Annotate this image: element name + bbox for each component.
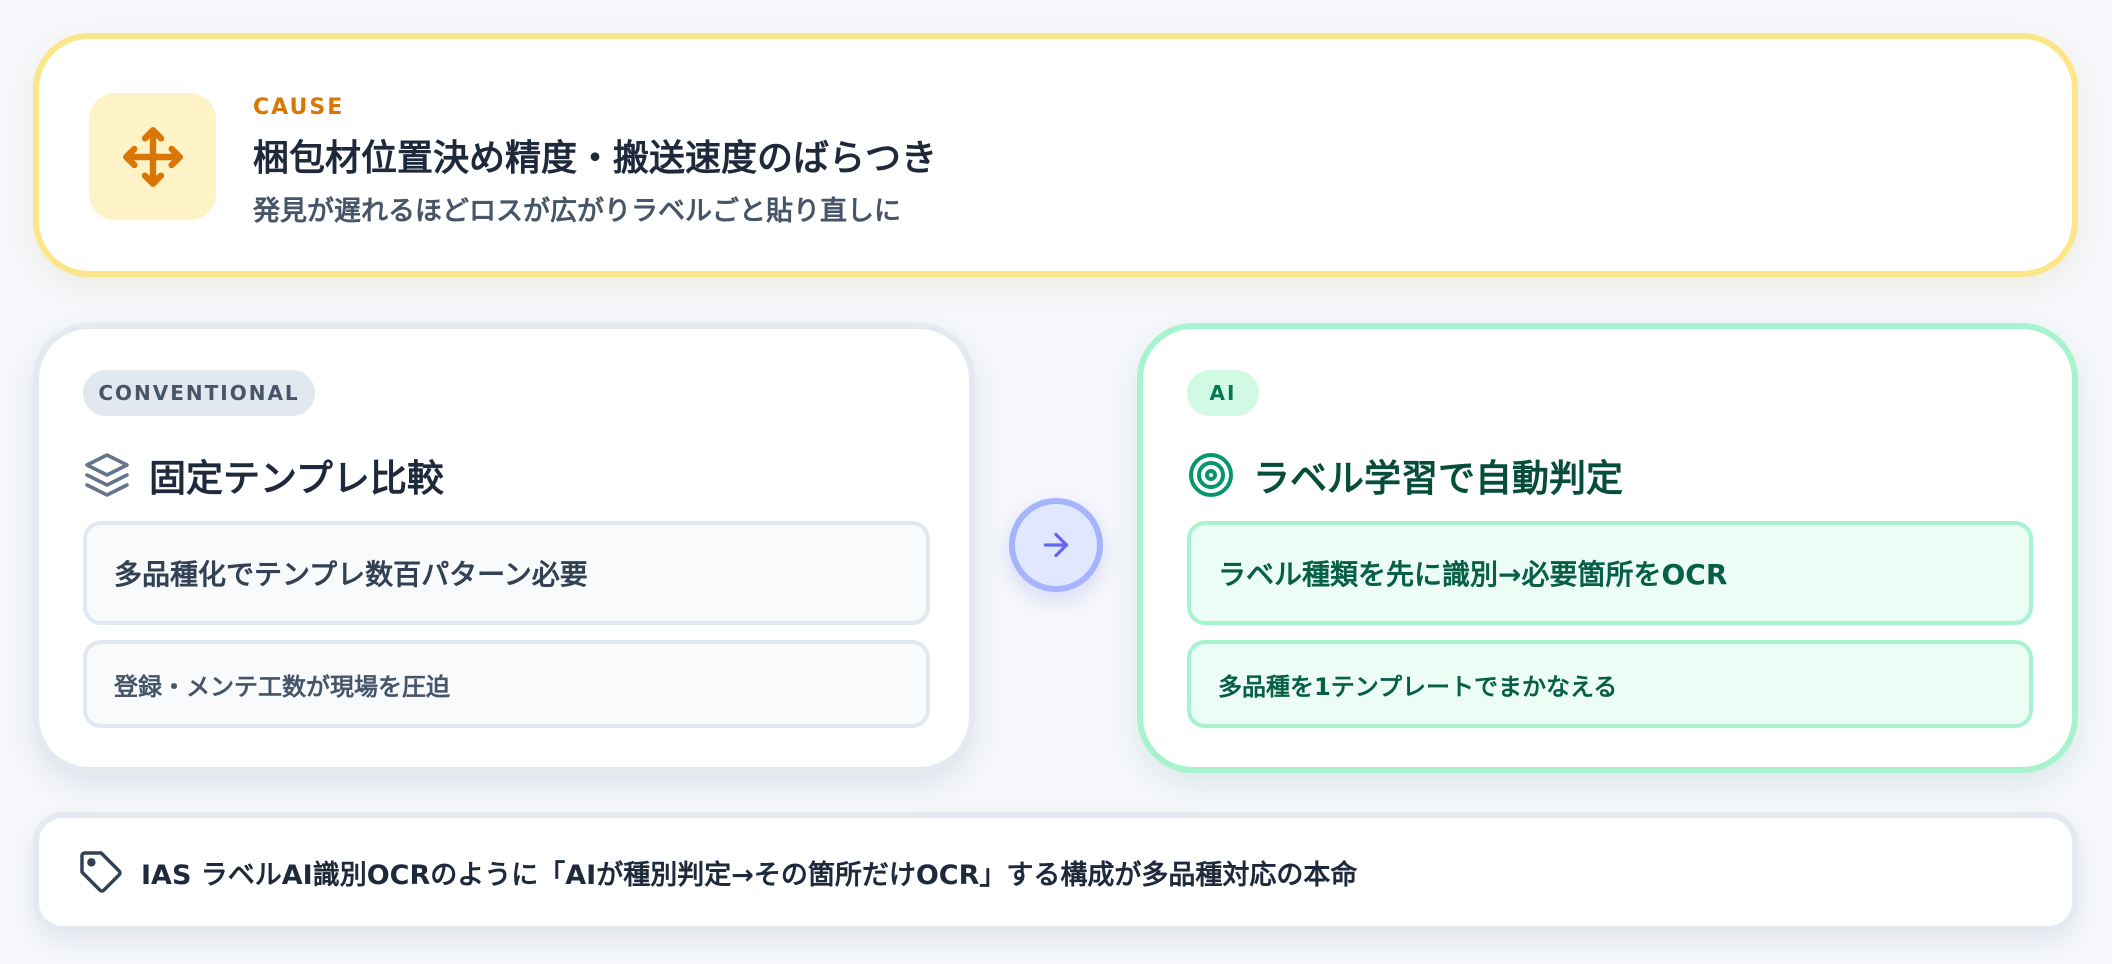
ai-heading: ラベル学習で自動判定: [1187, 447, 1623, 503]
cause-title: 梱包材位置決め精度・搬送速度のばらつき: [253, 138, 938, 179]
conventional-heading: 固定テンプレ比較: [83, 447, 444, 503]
ai-item: 多品種を1テンプレートでまかなえる: [1187, 640, 2033, 728]
arrow-right-icon: [1043, 532, 1069, 558]
conventional-panel: CONVENTIONAL 固定テンプレ比較 多品種化でテンプレ数百パターン必要 …: [33, 323, 975, 773]
move-arrows-icon: [122, 126, 183, 187]
cause-icon-box: [89, 93, 216, 220]
conventional-item: 登録・メンテ工数が現場を圧迫: [83, 640, 930, 728]
layers-icon: [85, 453, 129, 497]
conventional-item: 多品種化でテンプレ数百パターン必要: [83, 521, 930, 625]
target-icon: [1189, 453, 1233, 497]
cause-card: CAUSE 梱包材位置決め精度・搬送速度のばらつき 発見が遅れるほどロスが広がり…: [33, 33, 2078, 277]
footer-note: IAS ラベルAI識別OCRのように「AIが種別判定→その箇所だけOCR」する構…: [33, 812, 2078, 932]
conventional-heading-label: 固定テンプレ比較: [149, 457, 444, 500]
transition-arrow: [1009, 498, 1103, 592]
cause-subtitle: 発見が遅れるほどロスが広がりラベルごと貼り直しに: [253, 196, 901, 227]
tag-icon: [80, 851, 122, 893]
ai-tag: AI: [1187, 370, 1259, 416]
footer-text: IAS ラベルAI識別OCRのように「AIが種別判定→その箇所だけOCR」する構…: [141, 859, 1358, 891]
cause-eyebrow: CAUSE: [253, 95, 345, 120]
conventional-tag: CONVENTIONAL: [83, 370, 315, 416]
ai-item: ラベル種類を先に識別→必要箇所をOCR: [1187, 521, 2033, 625]
ai-panel: AI ラベル学習で自動判定 ラベル種類を先に識別→必要箇所をOCR 多品種を1テ…: [1137, 323, 2078, 773]
ai-heading-label: ラベル学習で自動判定: [1253, 457, 1623, 500]
